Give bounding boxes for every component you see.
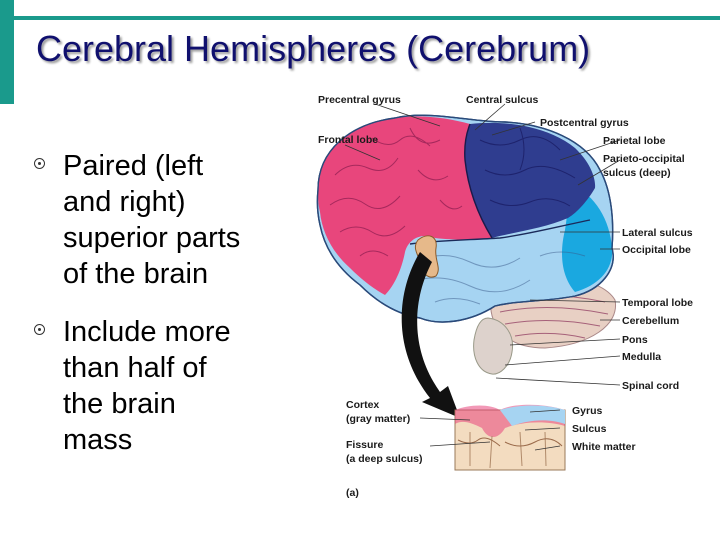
label-cerebellum: Cerebellum	[622, 315, 679, 327]
label-precentral-gyrus: Precentral gyrus	[318, 94, 401, 106]
bullet-line: than half of	[63, 352, 207, 384]
bullet-line: of the brain	[63, 258, 209, 290]
bullet-line: Include more	[63, 316, 231, 348]
cortex-inset	[454, 404, 566, 471]
label-frontal-lobe: Frontal lobe	[318, 134, 378, 146]
bullet-marker-icon	[34, 324, 45, 335]
bullet-line: superior parts	[63, 222, 241, 254]
bullet-marker-icon	[34, 158, 45, 169]
parietal-lobe-shape	[464, 122, 596, 238]
label-spinal-cord: Spinal cord	[622, 380, 679, 392]
leader-lines	[344, 103, 621, 451]
label-postcentral-gyrus: Postcentral gyrus	[540, 117, 629, 129]
bullet-line: the brain	[63, 388, 176, 420]
frontal-lobe-shape	[318, 116, 492, 295]
bullet-line: mass	[63, 424, 133, 456]
bullet-list: Paired (left and right) superior parts o…	[30, 148, 290, 480]
label-deep-sulcus: (a deep sulcus)	[346, 453, 422, 465]
label-gyrus: Gyrus	[572, 405, 603, 417]
bullet-item: Paired (left and right) superior parts o…	[30, 148, 290, 292]
label-fissure: Fissure	[346, 439, 384, 451]
brainstem-shape	[473, 317, 514, 375]
label-parieto-occipital: Parieto-occipital	[603, 153, 685, 165]
label-gray-matter: (gray matter)	[346, 413, 410, 425]
brain-diagram: Precentral gyrus Central sulcus Postcent…	[316, 94, 693, 499]
label-medulla: Medulla	[622, 351, 661, 363]
label-parieto-occipital-sulcus: sulcus (deep)	[603, 167, 671, 179]
bullet-item: Include more than half of the brain mass	[30, 314, 290, 458]
slide-title: Cerebral Hemispheres (Cerebrum)	[36, 28, 591, 69]
label-pons: Pons	[622, 334, 648, 346]
bullet-line: and right)	[63, 186, 186, 218]
label-lateral-sulcus: Lateral sulcus	[622, 227, 693, 239]
label-cortex: Cortex	[346, 399, 379, 411]
label-sulcus: Sulcus	[572, 423, 607, 435]
accent-line	[14, 16, 720, 20]
zoom-arrow-icon	[401, 252, 460, 418]
bullet-line: Paired (left	[63, 150, 204, 182]
label-occipital-lobe: Occipital lobe	[622, 244, 691, 256]
accent-bar	[0, 0, 14, 104]
label-parietal-lobe: Parietal lobe	[603, 135, 666, 147]
label-white-matter: White matter	[572, 441, 636, 453]
label-temporal-lobe: Temporal lobe	[622, 297, 693, 309]
label-panel: (a)	[346, 487, 359, 499]
label-central-sulcus: Central sulcus	[466, 94, 539, 106]
